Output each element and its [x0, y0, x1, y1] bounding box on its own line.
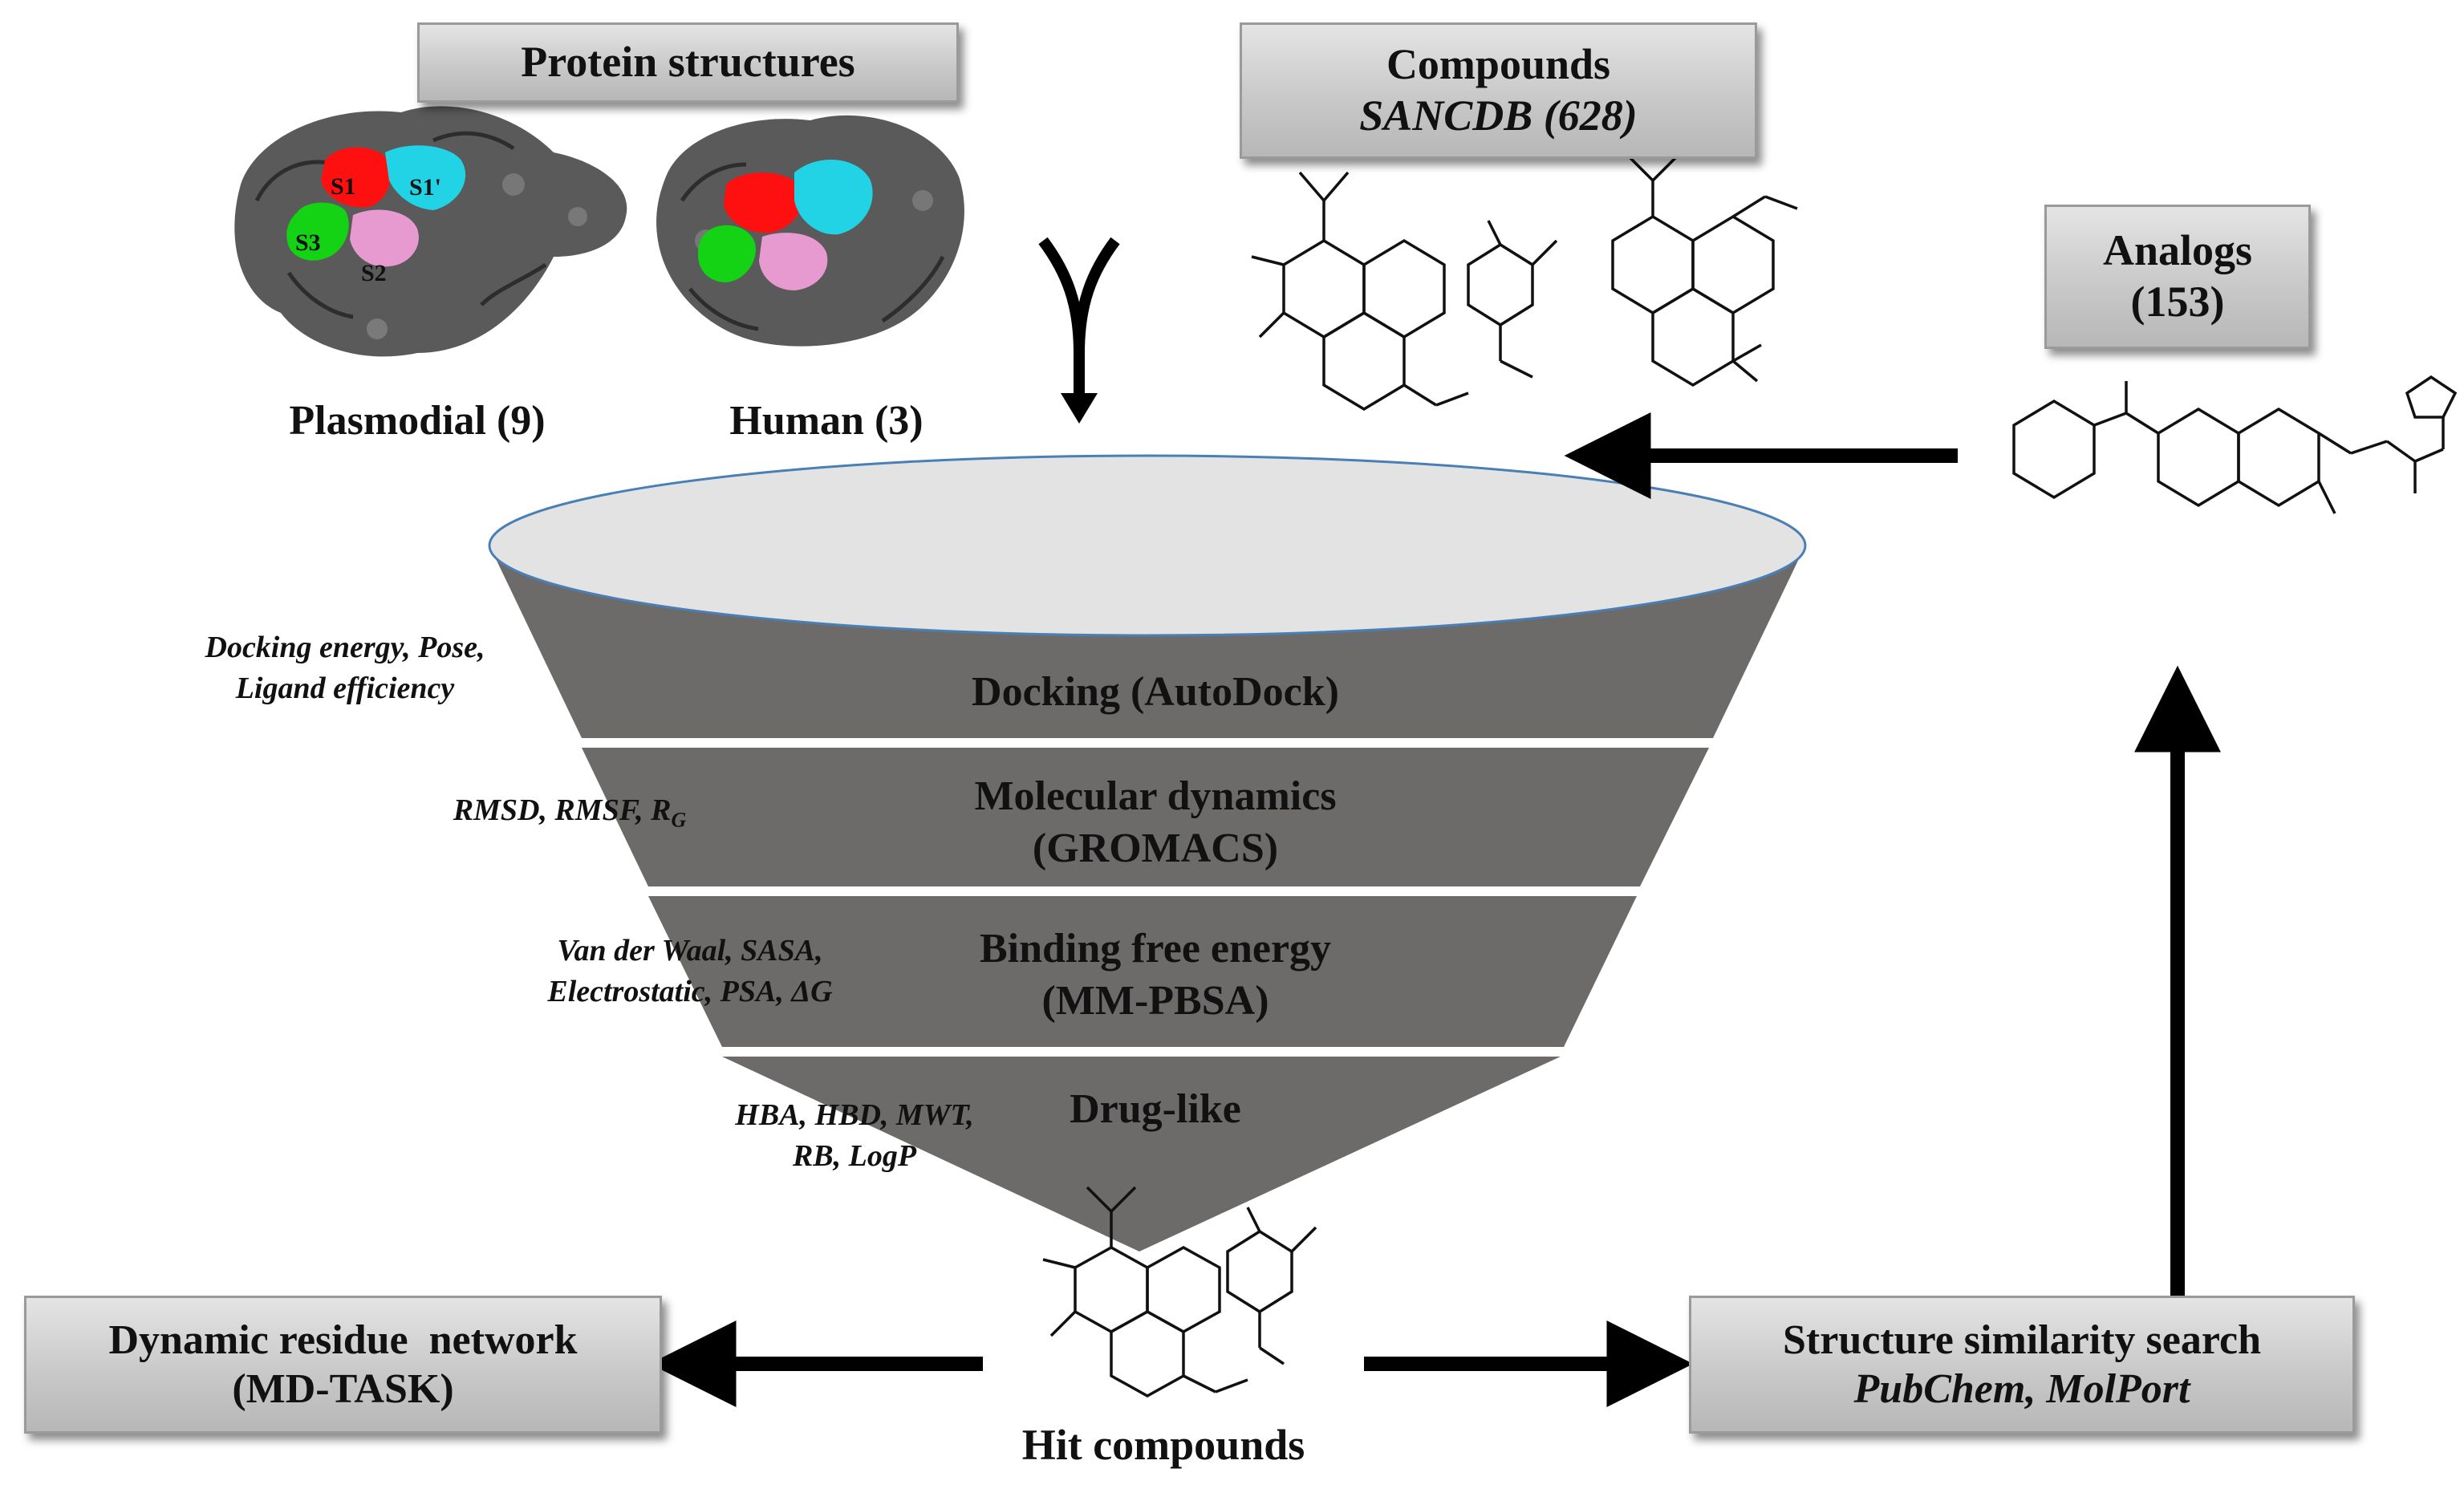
analogs-count: (153) [2130, 278, 2225, 326]
dynamic-network-line1: Dynamic residue network [108, 1316, 578, 1363]
hit-compounds-label: Hit compounds [1021, 1421, 1305, 1469]
analogs-title: Analogs [2102, 226, 2253, 275]
pocket-label-s3: S3 [295, 229, 321, 256]
similarity-line1: Structure similarity search [1783, 1316, 2261, 1363]
protein-structures-box: Protein structures [417, 22, 959, 103]
similarity-line2: PubChem, MolPort [1853, 1366, 2190, 1412]
compound-structures [1042, 155, 2458, 1398]
pocket-label-s1-prime: S1' [409, 174, 441, 201]
stage-label-druglike: Drug-like [1070, 1086, 1241, 1132]
flow-arrows [649, 412, 2221, 1407]
human-label: Human (3) [729, 398, 923, 444]
criteria-md: RMSD, RMSF, RG [453, 793, 687, 832]
stage-label-md: Molecular dynamics (GROMACS) [974, 773, 1337, 871]
merge-arrow [1038, 237, 1120, 424]
screening-funnel [488, 454, 1807, 1252]
compounds-source: SANCDB (628) [1359, 91, 1638, 140]
funnel-stage-md [582, 748, 1709, 886]
pocket-label-s2: S2 [361, 260, 387, 286]
plasmodial-label: Plasmodial (9) [289, 398, 546, 444]
funnel-stage-mmpbsa [648, 896, 1637, 1047]
protein-structures-title: Protein structures [521, 38, 855, 87]
criteria-mmpbsa: Van der Waal, SASA, Electrostatic, PSA, … [547, 934, 833, 1009]
plasmodial-protein-structure: S1 S1' S3 S2 [234, 106, 627, 357]
pocket-label-s1: S1 [331, 173, 356, 200]
stage-label-mmpbsa: Binding free energy (MM-PBSA) [979, 926, 1332, 1024]
criteria-docking: Docking energy, Pose, Ligand efficiency [205, 631, 485, 706]
dynamic-residue-network-box: Dynamic residue network (MD-TASK) [24, 1296, 662, 1434]
compounds-title: Compounds [1386, 40, 1611, 89]
compounds-box: Compounds SANCDB (628) [1240, 22, 1757, 159]
dynamic-network-line2: (MD-TASK) [232, 1366, 454, 1412]
funnel-stage-druglike [722, 1057, 1561, 1252]
stage-label-docking: Docking (AutoDock) [972, 669, 1339, 715]
funnel-top [488, 454, 1807, 637]
criteria-druglike: HBA, HBD, MWT, RB, LogP [735, 1098, 974, 1174]
human-protein-structure [656, 115, 964, 347]
analogs-box: Analogs (153) [2044, 205, 2311, 349]
structure-similarity-box: Structure similarity search PubChem, Mol… [1689, 1296, 2355, 1434]
